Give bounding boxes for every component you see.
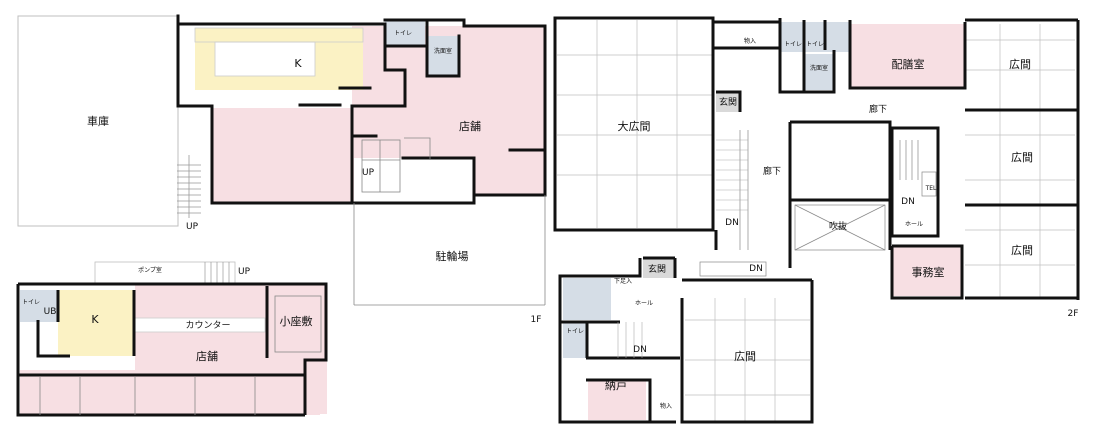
corridor-mid-label: 廊下 <box>763 165 781 177</box>
toilet-a-label: トイレ <box>784 41 802 48</box>
garage-outline <box>17 15 179 227</box>
toilet-bottom-label: トイレ <box>566 328 584 335</box>
unit-bath-label: UB <box>44 307 57 317</box>
genkan-bottom-fill <box>643 258 675 278</box>
wet-bottom-fill <box>563 278 611 320</box>
genkan-bottom-label: 玄関 <box>648 263 666 275</box>
hall-1-label: 広間 <box>1009 58 1031 71</box>
washroom-2f-fill <box>804 54 834 90</box>
dn-right-label: DN <box>901 197 915 207</box>
kitchen-island <box>214 41 316 77</box>
hole-right-label: ホール <box>905 221 923 228</box>
hall-4-label: 広間 <box>734 350 756 363</box>
shop-1f-label: 店舗 <box>459 119 481 133</box>
washroom-1f-fill <box>427 36 459 76</box>
counter-label: カウンター <box>185 320 230 331</box>
annex-inner <box>39 295 322 415</box>
tel-label: TEL <box>925 185 937 192</box>
kitchen-counter <box>194 27 364 43</box>
shop-right-fill <box>474 150 544 194</box>
annex-shop-label: 店舗 <box>196 349 218 363</box>
closet-label: 納戸 <box>605 379 627 392</box>
garage-stair <box>177 155 201 218</box>
tatami-lines <box>557 20 1075 422</box>
office-fill <box>892 246 962 296</box>
toilet-2f-fill <box>780 22 850 52</box>
zashiki-fill <box>268 288 326 360</box>
pump-room-label: ポンプ室 <box>138 266 162 274</box>
genkan-top-label: 玄関 <box>719 96 737 108</box>
washroom-1f-label: 洗面室 <box>434 47 452 55</box>
garage-label: 車庫 <box>87 114 109 128</box>
pump-room-outline <box>94 261 236 285</box>
office-label: 事務室 <box>912 265 945 279</box>
closet-fill <box>588 380 646 420</box>
inner-lines-1f <box>353 137 546 306</box>
serving-room-label: 配膳室 <box>892 57 925 71</box>
garage-up-label: UP <box>186 222 199 232</box>
walls-1f <box>176 14 547 205</box>
shop-left-fill <box>212 108 354 203</box>
floor-1f-main: 車庫 UP K トイレ 洗面室 店舗 UP 駐輪場 1F <box>17 14 547 325</box>
hole-bottom-label: ホール <box>635 300 653 307</box>
toilet-bottom-fill <box>563 322 587 358</box>
toilet-1f-label: トイレ <box>394 30 412 37</box>
great-hall-label: 大広間 <box>618 119 651 133</box>
genkan-top-fill <box>716 92 740 112</box>
annex-kitchen-label: K <box>91 313 99 326</box>
walls-2f <box>553 16 1080 424</box>
annex-toilet-label: トイレ <box>22 299 40 306</box>
serving-room-fill <box>850 24 965 88</box>
shoe-box-label: 下足入 <box>614 278 632 285</box>
storage-top-label: 物入 <box>744 37 756 45</box>
hall-3-label: 広間 <box>1011 244 1033 257</box>
floor-2f-tag: 2F <box>1068 309 1079 319</box>
floor-1f-annex: ポンプ室 UP トイレ UB K カウンター 店舗 小座敷 <box>16 261 328 417</box>
atrium-label: 吹抜 <box>829 220 847 232</box>
annex-wet-fill <box>20 290 58 322</box>
washroom-2f-label: 洗面室 <box>810 64 828 72</box>
small-zashiki-label: 小座敷 <box>280 314 313 328</box>
toilet-b-label: トイレ <box>806 41 824 48</box>
floor-1f-tag: 1F <box>531 315 542 325</box>
dn-left-label: DN <box>725 218 739 228</box>
shop-mid-fill <box>352 100 544 158</box>
bicycle-parking-label: 駐輪場 <box>436 249 469 263</box>
dn-mid-label: DN <box>749 264 763 274</box>
annex-kitchen-fill <box>58 290 134 356</box>
dn-bottom-label: DN <box>633 345 647 355</box>
annex-front-fill <box>20 370 320 415</box>
stair-treads-2f <box>617 139 748 358</box>
annex-up-label: UP <box>238 267 251 277</box>
annex-stair <box>204 262 230 284</box>
storage-bottom-label: 物入 <box>660 402 672 410</box>
toilet-1f-fill <box>385 20 425 46</box>
hall-2-label: 広間 <box>1011 151 1033 164</box>
stair-up-label: UP <box>362 168 375 178</box>
walls-annex <box>16 282 328 417</box>
kitchen-label: K <box>294 57 302 70</box>
floor-2f: 大広間 玄関 物入 トイレ トイレ 洗面室 配膳室 広間 廊下 廊下 広間 TE… <box>553 16 1080 424</box>
corridor-top-label: 廊下 <box>869 103 887 115</box>
